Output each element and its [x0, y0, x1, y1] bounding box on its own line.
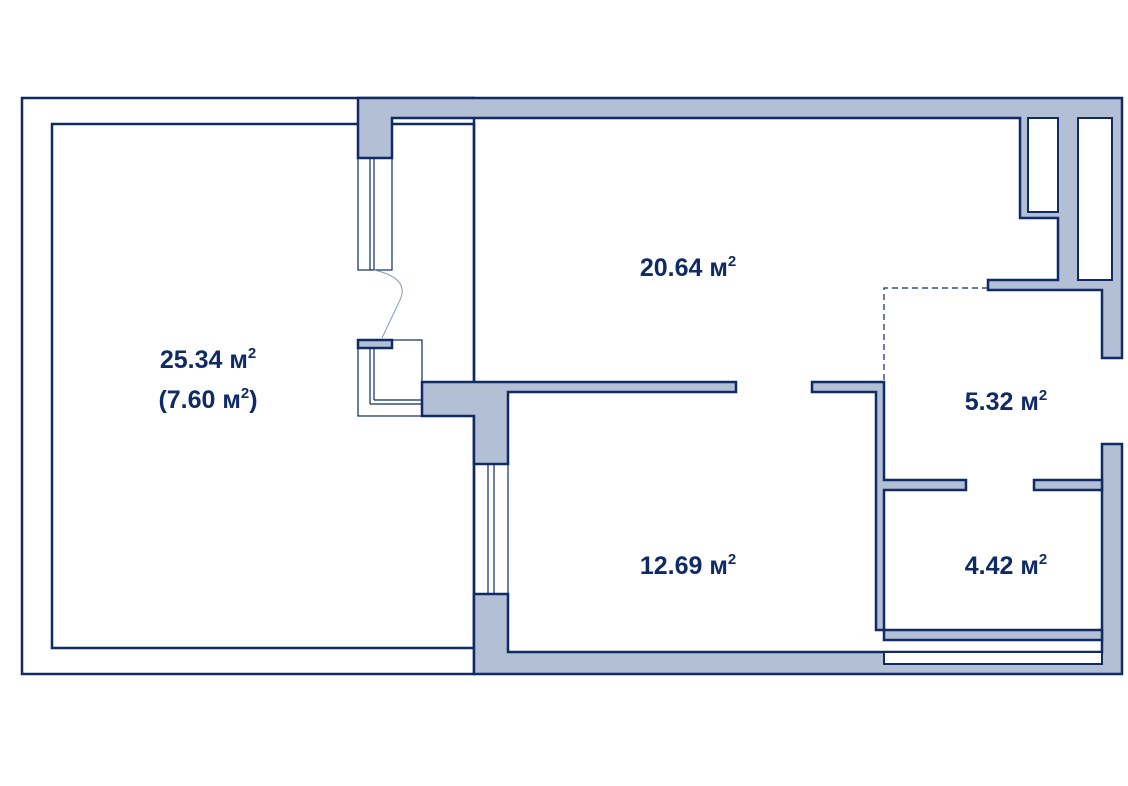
room-area-terrace: 25.34 м2 [160, 345, 256, 374]
room-area-bathroom: 4.42 м2 [965, 551, 1047, 580]
room-area-terrace-reduced: (7.60 м2) [158, 385, 257, 414]
exterior-wall [356, 96, 1124, 360]
vent-shaft-1 [1027, 117, 1059, 213]
kitchen-zone-dashed [883, 287, 988, 382]
window-frame-top [357, 157, 393, 271]
room-area-hall: 5.32 м2 [965, 387, 1047, 416]
bathroom-bottom-wall [882, 628, 1104, 642]
terrace-inner-outline [50, 122, 476, 650]
bedroom-window-frame [473, 463, 509, 595]
bathroom-vent [883, 651, 1103, 665]
partition-hall [810, 380, 968, 632]
partition-bath-top [1032, 478, 1104, 492]
room-area-bedroom: 12.69 м2 [640, 551, 736, 580]
vent-shaft-2 [1077, 117, 1113, 281]
balcony-door-swing [373, 269, 403, 339]
window-sill-block [356, 338, 394, 350]
room-area-living: 20.64 м2 [640, 253, 736, 282]
window-wall-segment [420, 380, 738, 466]
